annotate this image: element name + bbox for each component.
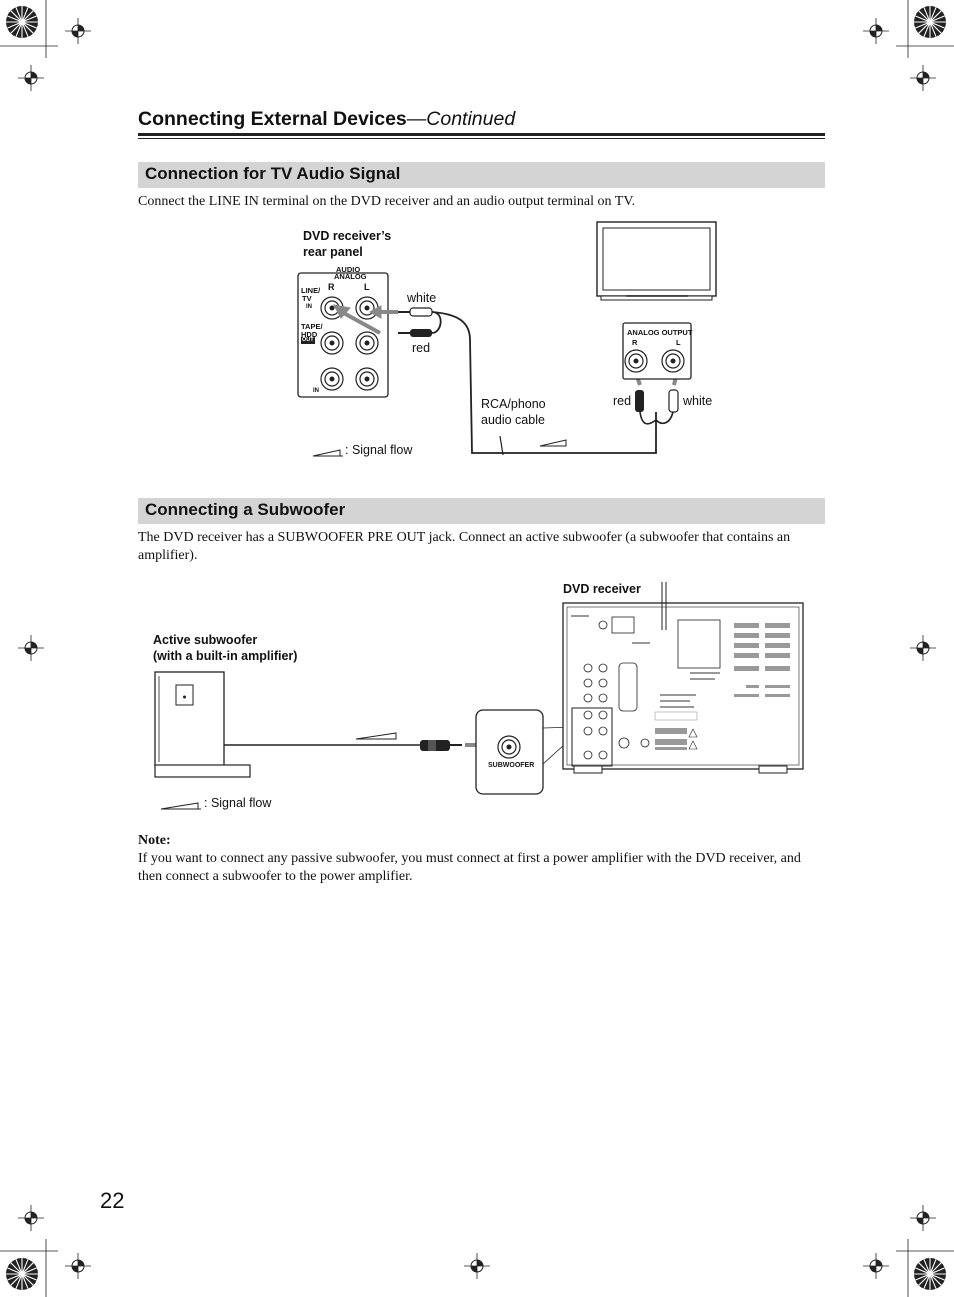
signal-flow-legend-icon xyxy=(312,449,343,457)
panel-audio-label: AUDIO xyxy=(336,265,361,274)
tv-l-label: L xyxy=(676,338,681,347)
plug-red-label: red xyxy=(412,341,431,355)
page-title-continued: —Continued xyxy=(406,108,516,130)
tv-intro-text: Connect the LINE IN terminal on the DVD … xyxy=(138,194,636,209)
section-heading-tv-audio: Connection for TV Audio Signal xyxy=(138,162,825,188)
tv-analog-output-label: ANALOG OUTPUT xyxy=(627,328,693,337)
tv-analog-output-panel xyxy=(622,322,692,380)
dvd-receiver-label: DVD receiver xyxy=(563,582,641,596)
panel-tv-label: TV xyxy=(302,294,312,303)
rca-plug-white-icon xyxy=(398,307,433,317)
panel-in-label: IN xyxy=(306,304,312,310)
rear-panel-label-line2: rear panel xyxy=(303,245,363,259)
panel-r-label: R xyxy=(328,282,335,292)
panel-out-label: OUT xyxy=(302,337,314,343)
signal-flow-legend-tv: : Signal flow xyxy=(345,443,413,457)
rca-plug-red-icon xyxy=(398,329,432,337)
tv-set xyxy=(596,221,717,301)
panel-line-label: LINE/ xyxy=(301,286,321,295)
signal-flow-legend-icon xyxy=(160,802,201,810)
signal-flow-legend-sub: : Signal flow xyxy=(204,796,272,810)
subwoofer-label-line2: (with a built-in amplifier) xyxy=(153,649,298,663)
plug-red-bottom-label: red xyxy=(613,394,632,408)
section-heading-subwoofer: Connecting a Subwoofer xyxy=(138,498,825,524)
rca-plug-white-icon xyxy=(668,389,679,413)
cable-label-line2: audio cable xyxy=(481,413,545,427)
title-rule-thin xyxy=(138,138,825,139)
signal-flow-arrow-icon xyxy=(355,732,397,740)
panel-analog-label: ANALOG xyxy=(334,272,367,281)
note-label: Note: xyxy=(138,833,171,848)
subwoofer-jack-label: SUBWOOFER xyxy=(488,762,535,769)
section-heading-text: Connecting a Subwoofer xyxy=(145,500,346,519)
plug-white-label: white xyxy=(407,291,437,305)
panel-hdd-label: HDD xyxy=(301,330,318,339)
panel-in2-label: IN xyxy=(313,388,319,394)
title-rule xyxy=(138,133,825,136)
subwoofer-intro-text: The DVD receiver has a SUBWOOFER PRE OUT… xyxy=(138,530,791,563)
note-text: If you want to connect any passive subwo… xyxy=(138,851,801,884)
section-heading-text: Connection for TV Audio Signal xyxy=(145,164,401,183)
dvd-rear-panel xyxy=(297,272,389,398)
page-title-text: Connecting External Devices xyxy=(138,108,407,130)
dvd-receiver-rear xyxy=(562,582,804,774)
panel-l-label: L xyxy=(364,282,370,292)
rca-cable xyxy=(431,311,657,454)
page-title: Connecting External Devices—Continued xyxy=(138,108,515,131)
page-number: 22 xyxy=(100,1188,125,1213)
tv-r-label: R xyxy=(632,338,638,347)
plug-white-bottom-label: white xyxy=(683,394,713,408)
active-subwoofer xyxy=(154,671,251,778)
panel-tape-label: TAPE/ xyxy=(301,322,323,331)
subwoofer-label-line1: Active subwoofer xyxy=(153,633,258,647)
rear-panel-label-line1: DVD receiver’s xyxy=(303,229,392,243)
subwoofer-jack-callout xyxy=(475,709,577,795)
cable-label-line1: RCA/phono xyxy=(481,397,546,411)
signal-flow-arrow-icon xyxy=(539,439,567,447)
rca-plug-icon xyxy=(420,740,462,751)
rca-plug-red-icon xyxy=(635,390,644,412)
